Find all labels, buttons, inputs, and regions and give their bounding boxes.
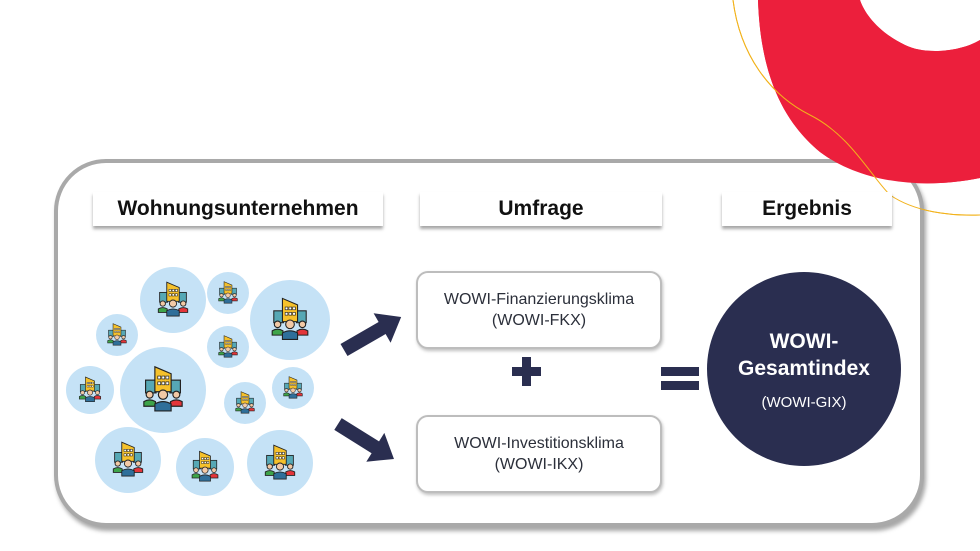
company-bubble [120, 347, 206, 433]
company-bubble [207, 326, 249, 368]
company-bubble [140, 267, 206, 333]
header-companies-label: Wohnungsunternehmen [117, 197, 359, 220]
result-title-line1: WOWI- [769, 329, 839, 353]
company-bubble [66, 366, 114, 414]
company-bubble [250, 280, 330, 360]
company-bubble [224, 382, 266, 424]
company-bubble [95, 427, 161, 493]
result-code: (WOWI-GIX) [761, 393, 847, 411]
company-bubble [96, 314, 138, 356]
survey-investment-code: (WOWI-IKX) [494, 456, 584, 473]
company-bubble [207, 272, 249, 314]
arrow-down-right-icon [334, 418, 394, 462]
survey-box-investment: WOWI-Investitionsklima (WOWI-IKX) [416, 415, 662, 493]
survey-financing-name: WOWI-Finanzierungsklima [443, 291, 635, 308]
company-bubble [247, 430, 313, 496]
company-bubble [272, 367, 314, 409]
result-title-line2: Gesamtindex [738, 356, 870, 380]
header-survey: Umfrage [420, 192, 662, 226]
header-result-label: Ergebnis [762, 197, 852, 220]
plus-icon [512, 357, 541, 386]
header-survey-label: Umfrage [498, 197, 584, 220]
result-circle: WOWI- Gesamtindex (WOWI-GIX) [707, 272, 901, 466]
header-companies: Wohnungsunternehmen [93, 192, 383, 226]
survey-financing-code: (WOWI-FKX) [491, 312, 587, 329]
survey-box-financing: WOWI-Finanzierungsklima (WOWI-FKX) [416, 271, 662, 349]
company-bubble [176, 438, 234, 496]
equals-icon [661, 367, 699, 390]
survey-investment-name: WOWI-Investitionsklima [454, 435, 624, 452]
arrow-up-right-icon [340, 313, 402, 357]
header-result: Ergebnis [722, 192, 892, 226]
